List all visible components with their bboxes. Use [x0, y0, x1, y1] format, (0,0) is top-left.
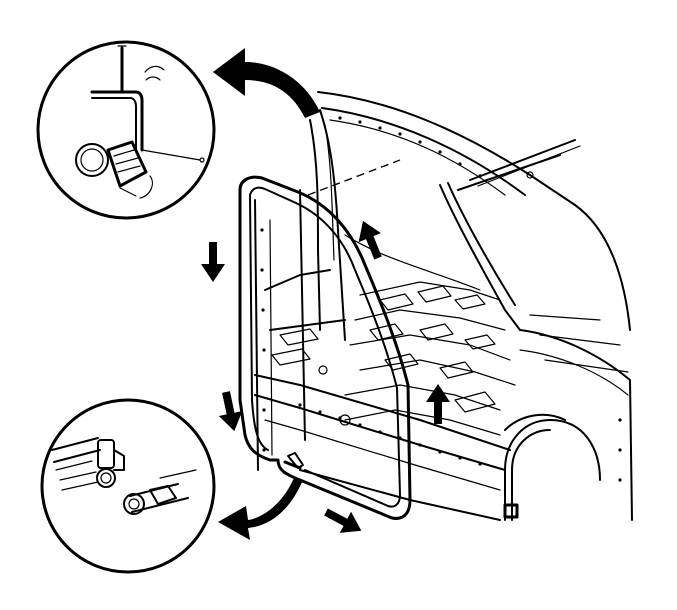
- vehicle-body: [254, 91, 633, 521]
- block-arrow-icon: [218, 391, 243, 432]
- lower-detail-callout: [40, 398, 216, 574]
- block-arrow-icon: [426, 384, 450, 424]
- curved-arrow-icon: [213, 48, 320, 118]
- block-arrow-icon: [324, 508, 362, 533]
- leader-line-upper: [307, 159, 401, 196]
- upper-detail-callout: [36, 40, 216, 220]
- block-arrow-icon: [201, 242, 225, 282]
- weatherstrip-joint-detail-icon: [51, 437, 197, 515]
- door-weatherstrip: [238, 175, 412, 520]
- curved-arrow-icon: [218, 478, 302, 540]
- block-arrow-icon: [358, 220, 382, 260]
- direction-arrows: [201, 220, 450, 533]
- weatherstrip-end-detail-icon: [75, 45, 205, 199]
